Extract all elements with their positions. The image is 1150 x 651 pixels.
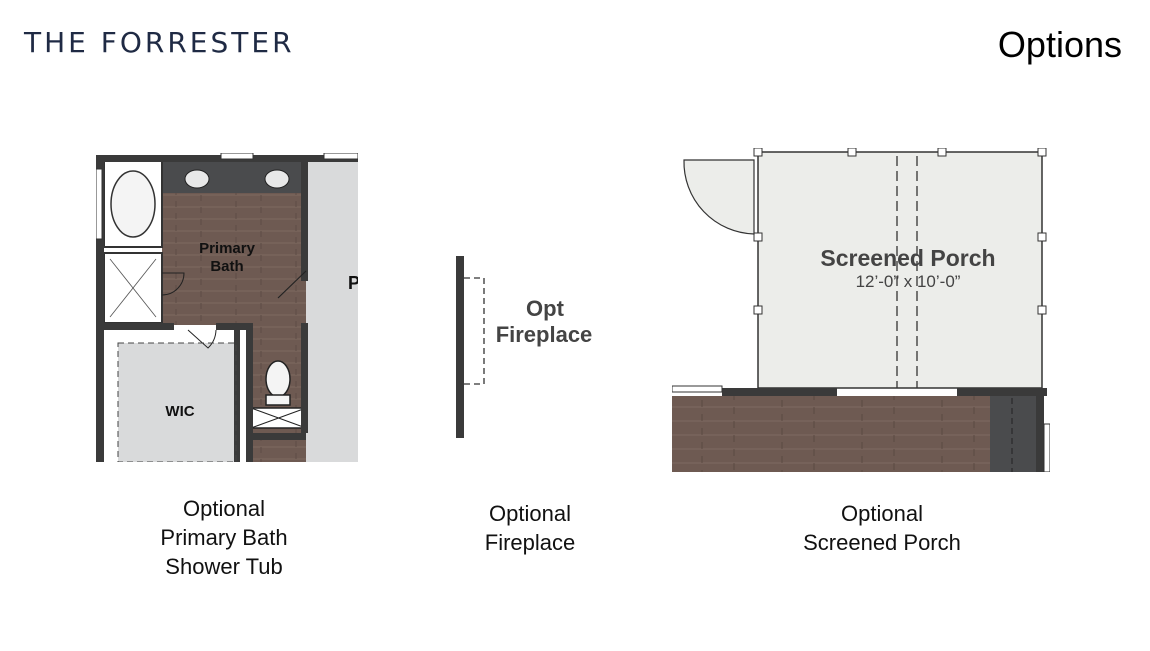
- room-label: Bath: [210, 258, 243, 275]
- closet-label: WIC: [165, 403, 194, 420]
- page-title: Options: [997, 24, 1122, 65]
- caption-line: Optional: [489, 501, 571, 526]
- sink: [184, 169, 210, 189]
- fireplace-plan: Opt Fireplace: [456, 256, 593, 438]
- caption-screened-porch: Optional Screened Porch: [762, 499, 1002, 557]
- toilet: [265, 360, 291, 398]
- caption-fireplace: Optional Fireplace: [430, 499, 630, 557]
- room-label: Screened Porch: [820, 245, 995, 271]
- caption-line: Shower Tub: [165, 554, 283, 579]
- room-label: Primary: [199, 240, 256, 257]
- closet-floor: [118, 343, 236, 462]
- hall-floor: [306, 161, 358, 462]
- interior-floor: [672, 396, 990, 472]
- plan-label: Opt: [526, 296, 565, 321]
- hearth-outline: [464, 277, 485, 385]
- bath-floor: [162, 193, 306, 325]
- caption-line: Screened Porch: [803, 530, 961, 555]
- caption-line: Optional: [841, 501, 923, 526]
- walls: [722, 388, 1047, 472]
- porch-floor: [757, 151, 1043, 389]
- wall: [456, 256, 464, 438]
- dimensions-label: 12’-0” x 10’-0”: [856, 272, 961, 291]
- caption-line: Primary Bath: [160, 525, 288, 550]
- fireplace-column: [990, 396, 1040, 472]
- screened-porch-plan: Screened Porch 12’-0” x 10’-0”: [672, 148, 1050, 472]
- door-swing: [683, 159, 755, 235]
- caption-line: Fireplace: [484, 530, 576, 555]
- primary-bath-plan: Primary Bath WIC P: [96, 153, 358, 462]
- cut-letter: P: [348, 273, 358, 293]
- caption-line: Optional: [183, 496, 265, 521]
- brand-title: THE FORRESTER: [24, 26, 295, 59]
- caption-primary-bath: Optional Primary Bath Shower Tub: [124, 494, 324, 581]
- sink: [264, 169, 290, 189]
- plan-label: Fireplace: [496, 322, 593, 347]
